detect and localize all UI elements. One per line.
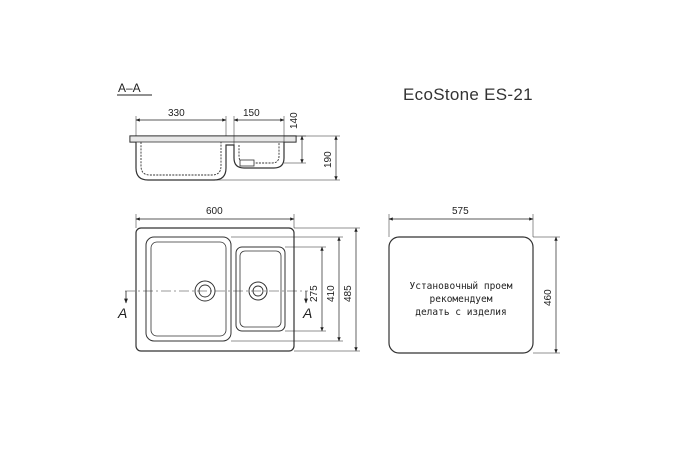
small-drain-section: [239, 159, 255, 167]
dim-label-190: 190: [323, 151, 334, 168]
sink-rim: [129, 135, 297, 143]
section-label: A–A: [118, 81, 141, 95]
cutout-note-line-3: делать с изделия: [415, 307, 507, 318]
dim-label-575: 575: [452, 206, 469, 217]
section-view: A–A 330 150 140 190: [117, 81, 340, 181]
dim-label-600: 600: [206, 206, 223, 217]
product-title: EcoStone ES-21: [403, 85, 533, 104]
small-bowl-section-inner: [238, 142, 280, 164]
cutout-note-line-1: Установочный проем: [410, 281, 513, 292]
section-marker-left: A: [117, 305, 127, 321]
small-bowl-inner: [239, 250, 282, 328]
dim-label-410: 410: [326, 285, 337, 302]
section-marker-right: A: [302, 305, 312, 321]
plan-view: A A 600 275 410 485: [117, 206, 360, 352]
dim-label-485: 485: [343, 285, 354, 302]
dim-label-275: 275: [309, 285, 320, 302]
cutout-note-line-2: рекомендуем: [430, 294, 493, 305]
big-bowl-outline: [145, 236, 232, 342]
dim-label-460: 460: [543, 289, 554, 306]
dim-label-140: 140: [289, 112, 300, 129]
dim-label-150: 150: [243, 108, 260, 119]
cutout-view: 575 460 Установочный проем рекомендуем д…: [388, 206, 560, 354]
dim-label-330: 330: [168, 108, 185, 119]
cutout-outline: [388, 236, 534, 354]
sink-section-profile: [129, 135, 297, 181]
big-bowl-inner: [150, 241, 227, 337]
